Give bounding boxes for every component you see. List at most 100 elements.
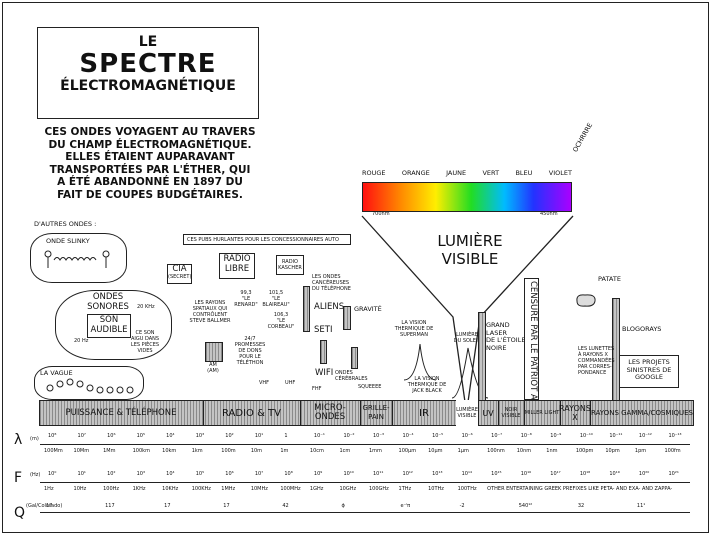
lambda-unit-label: 1cm	[339, 448, 351, 454]
title-line2: SPECTRE	[79, 49, 217, 79]
lambda-exponent: 10⁻¹¹	[609, 433, 623, 439]
f-unit-label: 1KHz	[132, 486, 146, 492]
lambda-exponent: 10⁻²	[343, 433, 355, 439]
wifi-bar	[320, 340, 327, 364]
superman-line: LA VISION	[401, 320, 427, 326]
lambda-unit-label: 1mm	[369, 448, 382, 454]
superman-line: THERMIQUE DE	[394, 326, 434, 332]
band-microwave: MICRO-ONDES	[300, 400, 361, 426]
band-label: IR	[419, 407, 429, 419]
f-exponent: 10⁹	[313, 471, 323, 477]
am-bar	[205, 342, 223, 362]
lambda-exponent: 10⁴	[166, 433, 175, 439]
f-exponent: 10²⁰	[638, 471, 650, 477]
lambda-unit-label: 100km	[132, 448, 150, 454]
potato-label: PATATE	[598, 275, 621, 283]
car-ads-box: CES PUBS HURLANTES POUR LES CONCESSIONNA…	[183, 234, 351, 245]
freq-993-line: 99,3	[240, 290, 252, 296]
q-value: 17	[164, 503, 171, 509]
lambda-exponent: 10⁻¹	[313, 433, 325, 439]
lambda-symbol: λ	[14, 432, 23, 448]
cia-label: CIA	[172, 264, 187, 274]
band-label: UV	[482, 408, 494, 418]
band-toaster: GRILLE-PAIN	[360, 400, 393, 426]
sunlight-line: LUMIÈRE	[456, 332, 478, 338]
other-waves-heading: D'AUTRES ONDES :	[34, 220, 97, 228]
sunlight-note: LUMIÈRE DU SOLEIL	[448, 332, 486, 344]
f-exponent: 10¹¹	[373, 471, 384, 477]
ballmer-line: STEVE BALLMER	[189, 318, 231, 324]
f-exponent: 10¹	[77, 471, 86, 477]
treble-line: AIGU DANS	[130, 336, 160, 342]
jackblack-line: LA VISION	[414, 376, 440, 382]
cia-box: CIA (SECRET)	[167, 264, 192, 284]
radio-libre-line: LIBRE	[224, 264, 250, 274]
google-line: LES PROJETS	[628, 358, 670, 366]
radio-kasher-line: RADIO	[282, 259, 298, 265]
color-label: VIOLET	[548, 169, 572, 177]
jackblack-note: LA VISION THERMIQUE DE JACK BLACK	[403, 376, 451, 394]
lambda-exponent: 10⁻⁷	[491, 433, 503, 439]
radio-libre-box: RADIO LIBRE	[219, 253, 255, 279]
hz20-label: 20 Hz	[74, 338, 89, 344]
squee-label: SQUEEEE	[358, 384, 382, 390]
f-exponent: 10¹⁸	[579, 471, 591, 477]
promises-note: 24/7 PROMESSES DE DONS POUR LE TÉLÉTHON	[230, 336, 270, 366]
f-exponent: 10¹⁰	[343, 471, 354, 477]
cancer-note: LES ONDES CANCÉREUSES DU TÉLÉPHONE	[312, 274, 372, 292]
ballmer-note: LES RAYONS SPATIAUX QUI CONTRÔLENT STEVE…	[181, 300, 239, 324]
q-value: 32	[577, 503, 585, 509]
intro-line: ELLES ÉTAIENT AUPARAVANT	[65, 151, 235, 163]
lambda-unit-label: 10μm	[428, 448, 443, 454]
glasses-line: COMMANDÉES	[578, 358, 615, 364]
lambda-exponent: 10⁻¹⁰	[579, 433, 593, 439]
gravity-label: GRAVITÉ	[354, 305, 382, 313]
f-unit-label: 1Hz	[44, 486, 54, 492]
uhf-label: UHF	[285, 380, 296, 386]
title-line3: ÉLECTROMAGNÉTIQUE	[60, 78, 236, 94]
f-exponent: 10⁵	[195, 471, 205, 477]
wave-bubble	[34, 366, 144, 400]
color-labels: ROUGE ORANGE JAUNE VERT BLEU VIOLET	[362, 169, 572, 178]
freq-1063-line: "LE	[276, 318, 286, 324]
lambda-unit-label: 10Mm	[73, 448, 90, 454]
lambda-unit-label: 100μm	[398, 448, 417, 454]
aliens-label: ALIENS	[314, 302, 345, 312]
band-label: GRILLE-PAIN	[362, 404, 390, 421]
google-line: GOOGLE	[634, 373, 664, 381]
f-exponent: 10¹⁴	[461, 471, 472, 477]
nm700-label: 700nm	[372, 211, 390, 217]
band-miller-light: MILLER LIGHT	[524, 400, 561, 426]
lambda-unit-label: 100Mm	[44, 448, 63, 454]
lambda-unit-label: 10cm	[309, 448, 324, 454]
f-greek-prefix-note: OTHER ENTERTAINING GREEK PREFIXES LIKE P…	[487, 486, 673, 492]
visible-spectrum-bar	[362, 182, 572, 212]
cancer-line: CANCÉREUSES	[312, 280, 350, 286]
freq-993-line: "LE	[241, 296, 251, 302]
fhf-label: FHF	[312, 386, 322, 392]
brainwave-bar	[351, 347, 358, 369]
title-line1: LE	[138, 34, 158, 50]
f-exponent: 10¹⁵	[491, 471, 502, 477]
audible-line: AUDIBLE	[90, 325, 128, 335]
f-unit-label: 1THz	[398, 486, 412, 492]
f-unit-label: 10Hz	[73, 486, 87, 492]
thermal-peak-drawing	[403, 343, 437, 381]
freq-1063-line: 106,3	[273, 312, 289, 318]
f-unit-label: 10MHz	[250, 486, 268, 492]
q-symbol: Q	[14, 505, 26, 521]
f-exponent: 10¹³	[432, 471, 443, 477]
band-visible: LUMIÈRE VISIBLE	[456, 400, 479, 426]
glasses-line: PONDANCE	[578, 370, 607, 376]
treble-line: VIDES	[137, 348, 153, 354]
f-unit-label: 100THz	[457, 486, 477, 492]
laser-line: DE L'ÉTOILE	[486, 336, 526, 344]
blogorays-label: BLOGORAYS	[622, 325, 662, 333]
band-label: RAYONS X	[559, 404, 591, 422]
sunlight-line: DU SOLEIL	[453, 338, 481, 344]
vhf-label: VHF	[259, 380, 270, 386]
cia-secret-label: (SECRET)	[168, 274, 192, 280]
lambda-exponent: 10¹	[254, 433, 264, 439]
brainwaves-line: ONDES	[335, 370, 353, 376]
